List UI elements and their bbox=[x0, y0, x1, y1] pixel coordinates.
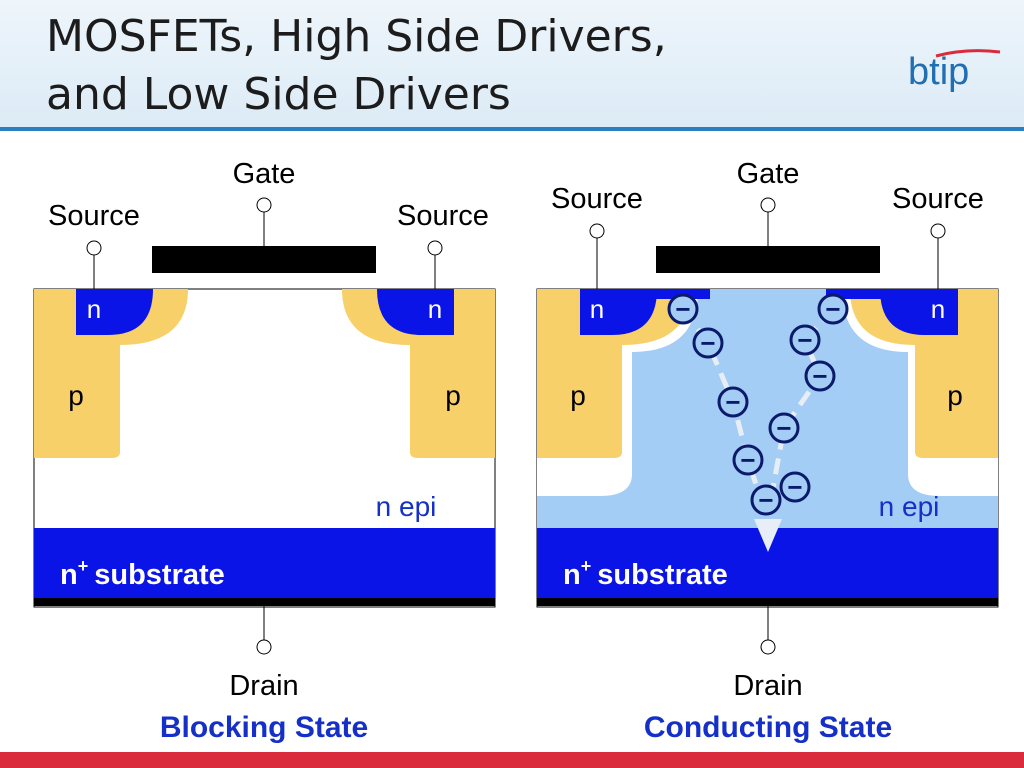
electron-symbol-1: − bbox=[675, 294, 690, 324]
n-right-label-conducting: n bbox=[931, 294, 945, 324]
n-right-label: n bbox=[428, 294, 442, 324]
source-left-terminal bbox=[86, 240, 102, 256]
header-rule bbox=[0, 127, 1024, 131]
n-left-label: n bbox=[87, 294, 101, 324]
electron-symbol-8: − bbox=[812, 361, 827, 391]
slide-title: MOSFETs, High Side Drivers, and Low Side… bbox=[46, 8, 667, 124]
gate-terminal-conducting bbox=[760, 197, 776, 213]
blocking-panel: Gate Source Source n n p p n epi n+subst… bbox=[33, 158, 496, 744]
p-region-right bbox=[342, 289, 495, 458]
electron-1 bbox=[667, 293, 699, 325]
electron-7 bbox=[789, 324, 821, 356]
substrate-label: n+substrate bbox=[60, 556, 225, 591]
electrons: −−−−−−−−−− bbox=[667, 293, 849, 516]
n-plus-substrate bbox=[34, 528, 495, 598]
n-region-left-conducting bbox=[580, 289, 657, 335]
drain-metal-conducting bbox=[537, 598, 998, 606]
n-region-left bbox=[76, 289, 153, 335]
drain-metal bbox=[34, 598, 495, 606]
source-right-label: Source bbox=[397, 200, 489, 232]
n-region-right bbox=[377, 289, 454, 335]
inversion-channel-right bbox=[826, 289, 883, 299]
substrate-n: n bbox=[60, 559, 78, 591]
p-left-label-conducting: p bbox=[570, 380, 586, 411]
drain-label-conducting: Drain bbox=[733, 670, 802, 702]
title-line-1: MOSFETs, High Side Drivers, bbox=[46, 11, 667, 62]
p-region-left-conducting bbox=[537, 289, 690, 458]
electron-symbol-9: − bbox=[776, 413, 791, 443]
bottom-accent-bar bbox=[0, 752, 1024, 768]
n-region-right-conducting bbox=[880, 289, 958, 335]
blocking-state-label: Blocking State bbox=[160, 711, 368, 744]
electron-3 bbox=[717, 386, 749, 418]
source-right-terminal-conducting bbox=[930, 223, 946, 239]
btip-logo: btip bbox=[908, 49, 1001, 93]
electron-8 bbox=[804, 360, 836, 392]
source-right-label-conducting: Source bbox=[892, 183, 984, 215]
substrate-label-conducting: n+substrate bbox=[563, 556, 728, 591]
p-left-label: p bbox=[68, 380, 84, 411]
source-left-terminal-conducting bbox=[589, 223, 605, 239]
p-right-label: p bbox=[445, 380, 461, 411]
substrate-n-conducting: n bbox=[563, 559, 581, 591]
electron-symbol-3: − bbox=[725, 387, 740, 417]
electron-10 bbox=[750, 484, 782, 516]
electron-symbol-7: − bbox=[797, 325, 812, 355]
logo-text: btip bbox=[908, 51, 969, 93]
gate-electrode bbox=[152, 246, 376, 273]
mosfet-diagram: Gate Source Source n n p p n epi n+subst… bbox=[33, 158, 999, 744]
substrate-word: substrate bbox=[94, 559, 225, 591]
electron-4 bbox=[732, 444, 764, 476]
drain-label: Drain bbox=[229, 670, 298, 702]
p-region-right-conducting bbox=[850, 289, 998, 458]
p-region-left bbox=[34, 289, 188, 458]
n-epi-label: n epi bbox=[376, 491, 437, 522]
substrate-word-conducting: substrate bbox=[597, 559, 728, 591]
n-epi-label-conducting: n epi bbox=[879, 491, 940, 522]
source-left-label: Source bbox=[48, 200, 140, 232]
title-line-2: and Low Side Drivers bbox=[46, 69, 511, 120]
substrate-plus: + bbox=[78, 556, 89, 576]
source-left-label-conducting: Source bbox=[551, 183, 643, 215]
substrate-plus-conducting: + bbox=[581, 556, 592, 576]
gate-label: Gate bbox=[233, 158, 296, 190]
electron-9 bbox=[768, 412, 800, 444]
gate-electrode-conducting bbox=[656, 246, 880, 273]
electron-symbol-2: − bbox=[700, 328, 715, 358]
gate-label-conducting: Gate bbox=[737, 158, 800, 190]
electron-symbol-5: − bbox=[787, 472, 802, 502]
electron-2 bbox=[692, 327, 724, 359]
conducting-state-label: Conducting State bbox=[644, 711, 892, 744]
p-right-label-conducting: p bbox=[947, 380, 963, 411]
electron-5 bbox=[779, 471, 811, 503]
electron-symbol-10: − bbox=[758, 485, 773, 515]
slide-header bbox=[0, 0, 1024, 128]
logo-swoosh bbox=[935, 49, 1001, 58]
drain-terminal bbox=[256, 639, 272, 655]
conducting-panel: −−−−−−−−−− Gate Source Source n n p p n … bbox=[536, 158, 999, 744]
source-right-terminal bbox=[427, 240, 443, 256]
gate-terminal bbox=[256, 197, 272, 213]
electron-6 bbox=[817, 293, 849, 325]
electron-symbol-6: − bbox=[825, 294, 840, 324]
electron-symbol-4: − bbox=[740, 445, 755, 475]
n-left-label-conducting: n bbox=[590, 294, 604, 324]
drain-terminal-conducting bbox=[760, 639, 776, 655]
current-arrow bbox=[754, 519, 782, 552]
